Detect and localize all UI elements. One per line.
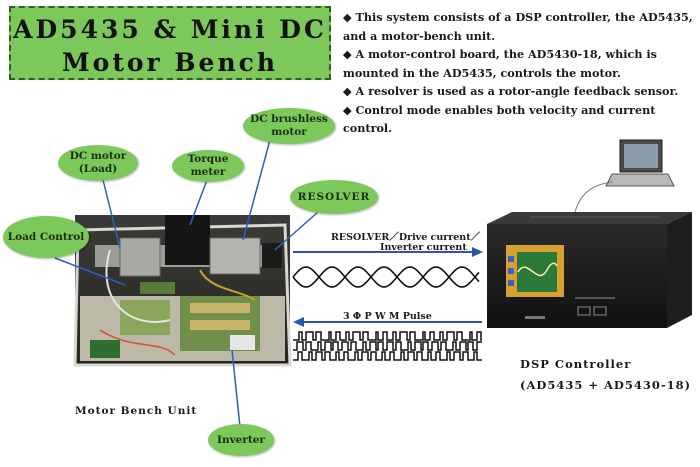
label-dc-motor-load: DC motor (Load) (58, 145, 138, 181)
laptop-icon (605, 139, 675, 187)
bullet-line: control. (343, 121, 393, 135)
label-brushless-line1: DC brushless (250, 113, 328, 125)
feedback-signal-label-1: RESOLVER／Drive current／ (331, 231, 481, 243)
label-torque-line1: Torque (187, 153, 229, 165)
description-bullets: ◆ This system consists of a DSP controll… (343, 8, 695, 138)
dsp-controller-icon (487, 212, 692, 328)
bullet-line: ◆ This system consists of a DSP controll… (343, 10, 693, 24)
motor-bench-photo (73, 215, 292, 367)
pwm-waveform (293, 331, 482, 361)
title-line-2: Motor Bench (61, 48, 279, 77)
label-inverter-text: Inverter (217, 433, 265, 446)
label-dc-motor-line2: (Load) (78, 163, 118, 175)
label-load-control-text: Load Control (7, 230, 85, 243)
leader-lines (54, 139, 319, 428)
feedback-waveform (292, 266, 480, 288)
label-load-control: Load Control (3, 216, 89, 258)
leader-dc-motor (102, 179, 121, 249)
leader-inverter (231, 349, 241, 428)
leader-brushless (242, 139, 271, 241)
bullet-line: ◆ A motor-control board, the AD5430-18, … (343, 47, 657, 61)
title-box: AD5435 & Mini DC Motor Bench (9, 6, 331, 80)
bullet-line: mounted in the AD5435, controls the moto… (343, 65, 621, 80)
motor-bench-caption: Motor Bench Unit (75, 405, 198, 417)
label-torque-line2: meter (190, 166, 226, 178)
leader-resolver (274, 211, 319, 251)
bullet-line: and a motor-bench unit. (343, 28, 496, 43)
label-resolver: RESOLVER (290, 180, 378, 214)
dsp-caption-line2: (AD5435 + AD5430-18) (520, 378, 692, 392)
label-dc-brushless-motor: DC brushless motor (243, 108, 335, 144)
title-line-1: AD5435 & Mini DC (13, 15, 327, 44)
bullet-line: ◆ Control mode enables both velocity and… (343, 102, 656, 117)
label-resolver-text: RESOLVER (297, 190, 371, 203)
pwm-arrow (293, 317, 482, 327)
pwm-signal-label: 3 Φ P W M Pulse (343, 311, 432, 322)
feedback-arrow (293, 247, 483, 257)
feedback-signal-label-2: Inverter current (380, 242, 467, 253)
label-inverter: Inverter (208, 424, 274, 456)
laptop-cable (574, 181, 613, 213)
label-torque-meter: Torque meter (172, 150, 244, 182)
label-dc-motor-line1: DC motor (69, 150, 127, 162)
leader-torque-meter (189, 179, 208, 226)
label-brushless-line2: motor (271, 126, 307, 138)
dsp-caption-line1: DSP Controller (520, 357, 632, 371)
leader-load-control (54, 257, 126, 286)
bullet-line: ◆ A resolver is used as a rotor-angle fe… (343, 84, 679, 98)
